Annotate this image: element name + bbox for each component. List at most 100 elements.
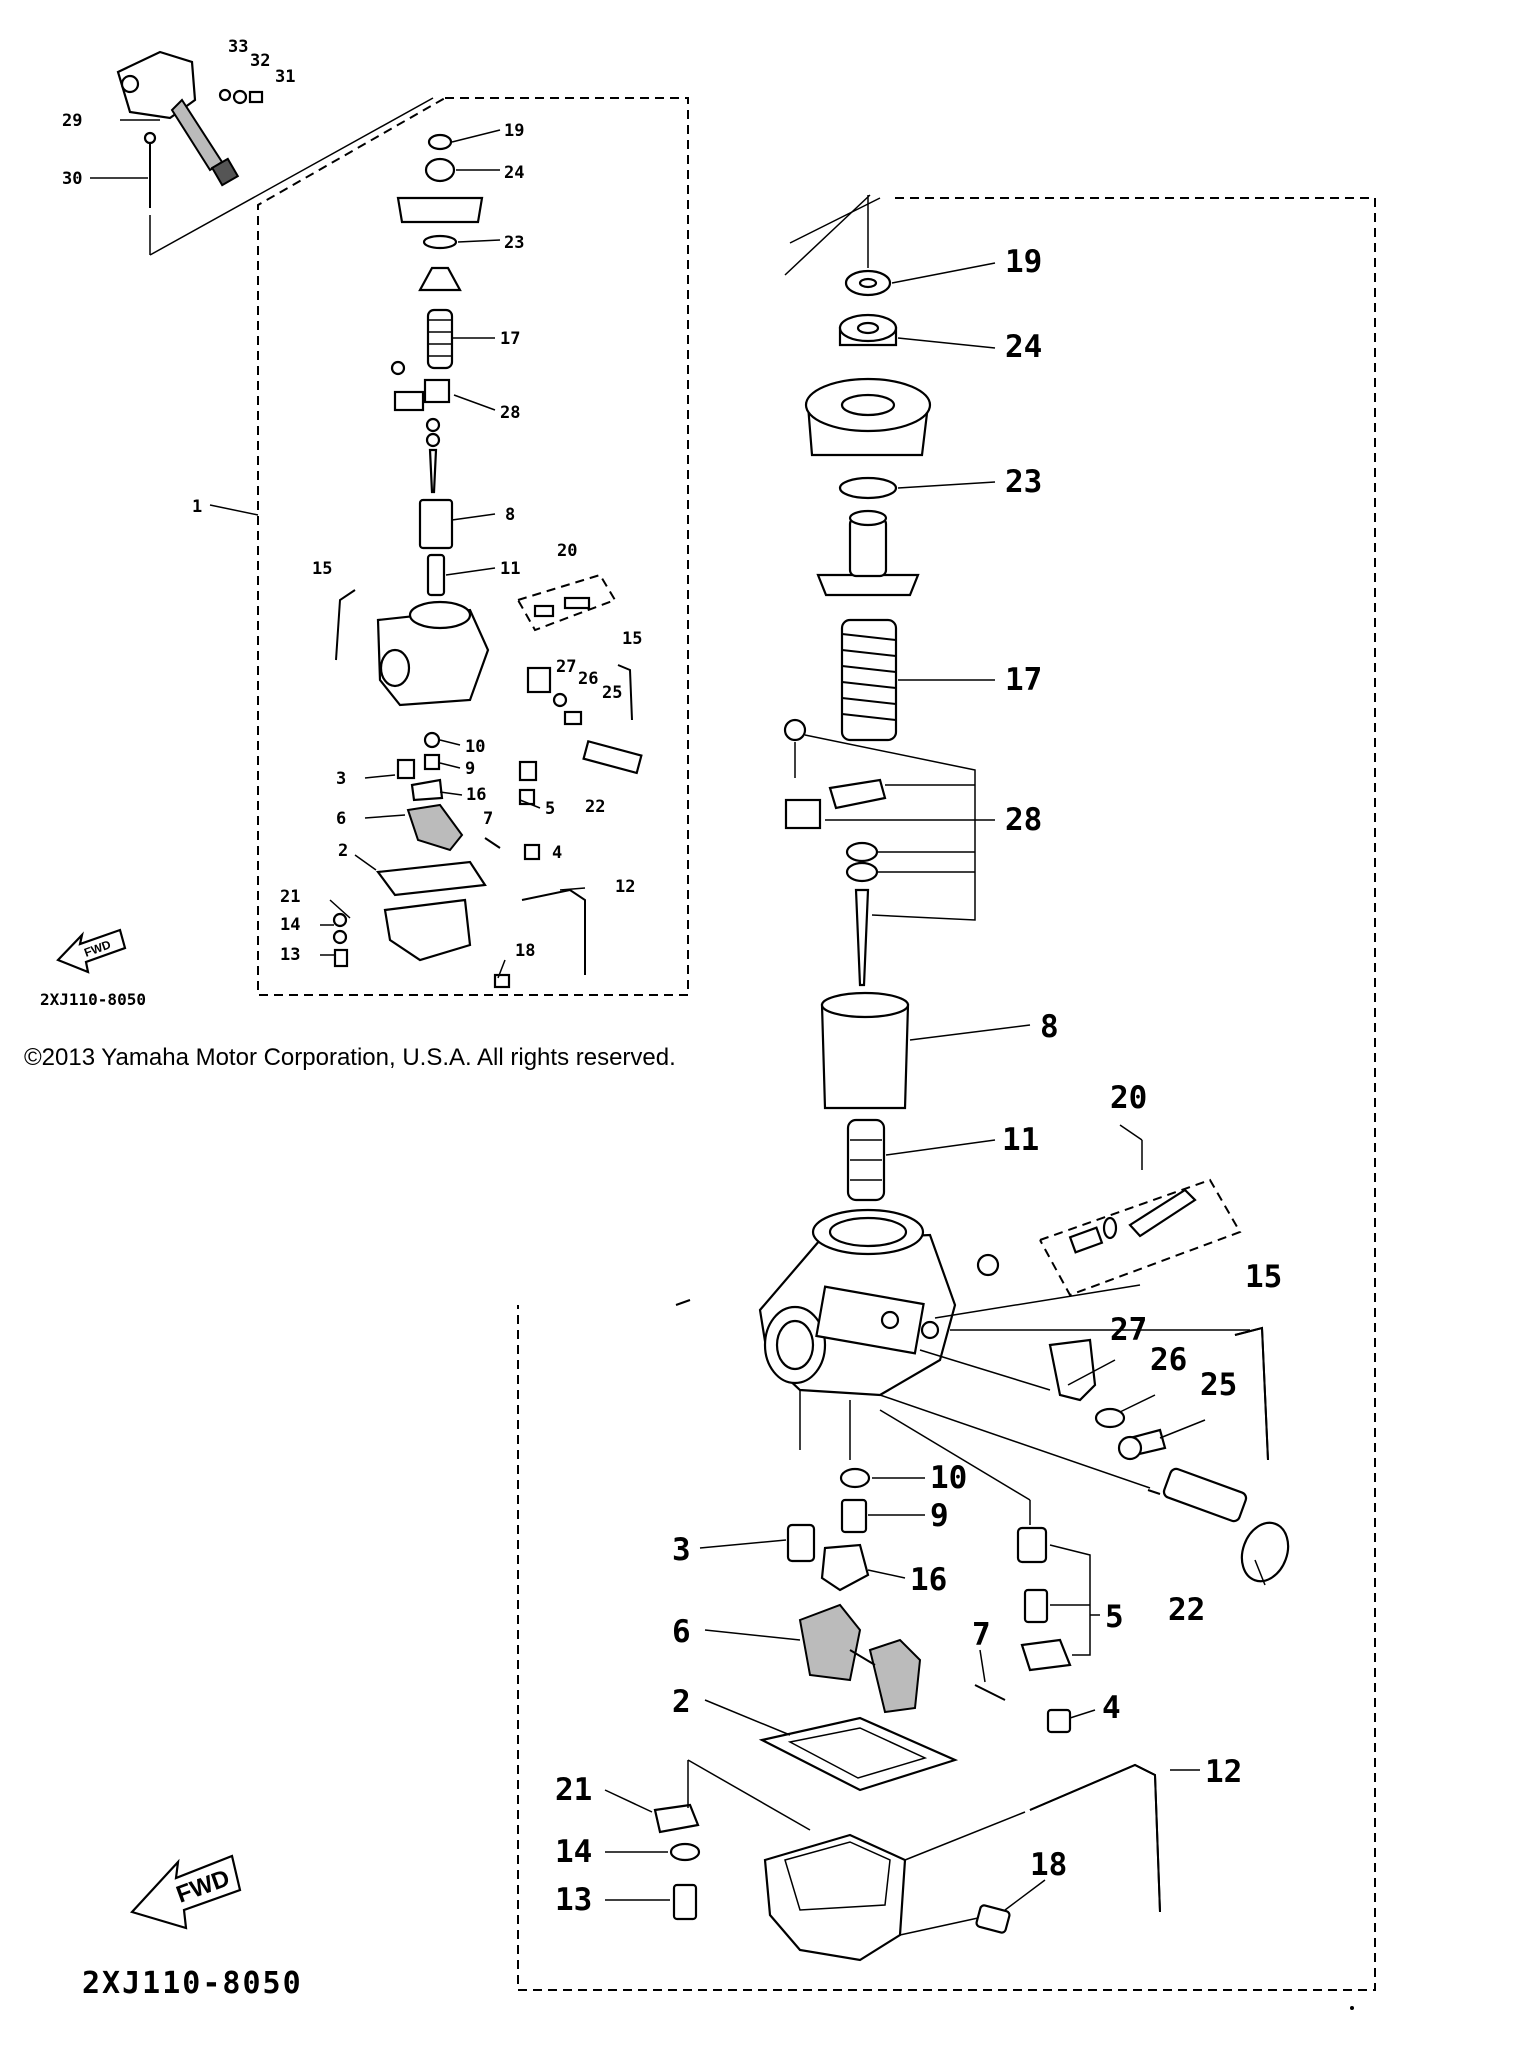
oring-23 bbox=[838, 476, 898, 500]
jet-needle bbox=[854, 888, 870, 987]
small-callouts: 33 32 31 29 30 19 24 23 17 28 1 8 11 20 … bbox=[62, 37, 642, 965]
washer-14 bbox=[669, 1842, 701, 1862]
callout-25: 25 bbox=[1200, 1367, 1237, 1403]
screw-28 bbox=[783, 718, 807, 742]
callout-6: 6 bbox=[672, 1614, 691, 1650]
callout-23: 23 bbox=[1005, 464, 1042, 500]
callout-12: 12 bbox=[1205, 1754, 1242, 1790]
callout-32-small: 32 bbox=[250, 51, 270, 71]
callout-15a-small: 15 bbox=[312, 559, 332, 579]
callout-10-small: 10 bbox=[465, 737, 485, 757]
callout-2-small: 2 bbox=[338, 841, 348, 861]
callout-27-small: 27 bbox=[556, 657, 576, 677]
throttle-housing-29 bbox=[116, 50, 240, 187]
callout-7: 7 bbox=[972, 1617, 991, 1653]
gasket-2 bbox=[758, 1716, 959, 1792]
small-diagram bbox=[90, 50, 689, 996]
spring-17 bbox=[840, 618, 898, 742]
callout-26-small: 26 bbox=[578, 669, 598, 689]
callout-33-small: 33 bbox=[228, 37, 248, 57]
callout-28-small: 28 bbox=[500, 403, 520, 423]
large-callouts: 19 24 23 17 28 8 20 11 15 27 26 25 10 9 … bbox=[555, 244, 1282, 1918]
oring-23-small bbox=[422, 234, 458, 250]
callout-9: 9 bbox=[930, 1498, 949, 1534]
callout-23-small: 23 bbox=[504, 233, 524, 253]
callout-13-small: 13 bbox=[280, 945, 300, 965]
spring-holder bbox=[816, 573, 920, 597]
callout-4: 4 bbox=[1102, 1690, 1121, 1726]
callout-28: 28 bbox=[1005, 802, 1042, 838]
screw-13 bbox=[672, 1883, 698, 1921]
main-jet-9 bbox=[840, 1498, 868, 1534]
screw-4 bbox=[1046, 1708, 1072, 1734]
clip-28 bbox=[784, 798, 822, 830]
callout-2: 2 bbox=[672, 1684, 691, 1720]
callout-5-small: 5 bbox=[545, 799, 555, 819]
callout-20: 20 bbox=[1110, 1080, 1147, 1116]
cap-19-small bbox=[427, 133, 453, 151]
clip-plate-28 bbox=[828, 778, 887, 810]
callout-12-small: 12 bbox=[615, 877, 635, 897]
callout-14: 14 bbox=[555, 1834, 592, 1870]
bowl-small bbox=[383, 898, 472, 962]
fwd-arrow: FWD bbox=[129, 1854, 242, 1930]
screw-30 bbox=[143, 131, 157, 208]
callout-29-small: 29 bbox=[62, 111, 82, 131]
screw-18 bbox=[975, 1904, 1011, 1934]
slide-8-small bbox=[418, 498, 454, 550]
clip-28b-small bbox=[423, 378, 451, 404]
callout-18: 18 bbox=[1030, 1847, 1067, 1883]
callout-27: 27 bbox=[1110, 1312, 1147, 1348]
carburetor-body bbox=[758, 1208, 957, 1397]
callout-14-small: 14 bbox=[280, 915, 300, 935]
clip-28a-small bbox=[393, 390, 425, 412]
callout-16: 16 bbox=[910, 1562, 947, 1598]
screw-31 bbox=[248, 90, 264, 104]
washer-10 bbox=[839, 1467, 871, 1489]
callout-10: 10 bbox=[930, 1460, 967, 1496]
callout-8-small: 8 bbox=[505, 505, 515, 525]
callout-19: 19 bbox=[1005, 244, 1042, 280]
cap-23-small bbox=[396, 196, 484, 224]
copyright-notice: ©2013 Yamaha Motor Corporation, U.S.A. A… bbox=[24, 1044, 676, 1071]
callout-20-small: 20 bbox=[557, 541, 577, 561]
bracket-27 bbox=[1048, 1338, 1097, 1402]
spring-17-small bbox=[426, 308, 454, 370]
washer-33 bbox=[218, 88, 232, 102]
callout-7-small: 7 bbox=[483, 809, 493, 829]
callout-15: 15 bbox=[1245, 1259, 1282, 1295]
holder-small bbox=[418, 266, 462, 292]
jet-11-small bbox=[426, 553, 446, 597]
callout-8: 8 bbox=[1040, 1009, 1059, 1045]
fwd-arrow-small: FWD bbox=[56, 928, 127, 974]
callout-17-small: 17 bbox=[500, 329, 520, 349]
callout-3-small: 3 bbox=[336, 769, 346, 789]
callout-9-small: 9 bbox=[465, 759, 475, 779]
pilot-screw-22 bbox=[1147, 1467, 1290, 1583]
callout-30-small: 30 bbox=[62, 169, 82, 189]
callout-5: 5 bbox=[1105, 1599, 1124, 1635]
callout-31-small: 31 bbox=[275, 67, 295, 87]
callout-26: 26 bbox=[1150, 1342, 1187, 1378]
callout-24-small: 24 bbox=[504, 163, 524, 183]
callout-4-small: 4 bbox=[552, 843, 562, 863]
large-diagram bbox=[517, 194, 1376, 1991]
washer-32 bbox=[232, 89, 248, 105]
callout-19-small: 19 bbox=[504, 121, 524, 141]
callout-11: 11 bbox=[1002, 1122, 1039, 1158]
bracket-27-small bbox=[526, 666, 552, 694]
callout-6-small: 6 bbox=[336, 809, 346, 829]
diagram-code: 2XJ110-8050 bbox=[82, 1966, 303, 2001]
float-6 bbox=[798, 1603, 862, 1682]
callout-22: 22 bbox=[1168, 1592, 1205, 1628]
callout-3: 3 bbox=[672, 1532, 691, 1568]
callout-1-small: 1 bbox=[192, 497, 202, 517]
callout-13: 13 bbox=[555, 1882, 592, 1918]
needle-small bbox=[428, 448, 438, 494]
callout-16-small: 16 bbox=[466, 785, 486, 805]
screw-22-small bbox=[582, 739, 643, 775]
throttle-slide-8 bbox=[820, 1003, 910, 1110]
float-6-small bbox=[406, 803, 464, 852]
callout-25-small: 25 bbox=[602, 683, 622, 703]
